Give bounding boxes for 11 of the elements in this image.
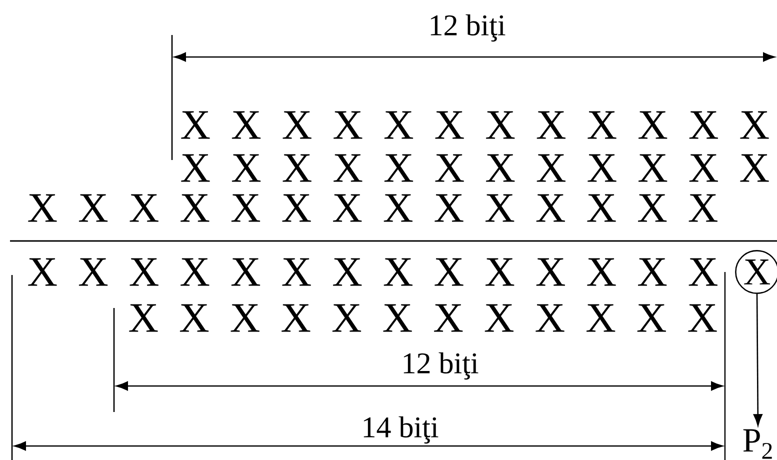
dimension-label: 12 biţi [404,352,478,380]
arrow [753,294,762,426]
output-label: P$_{2}$ [743,429,772,459]
letter-row: X X X X X X X X X X X X X X [28,194,718,222]
dimension-label: 12 biţi [430,14,506,42]
dimension-label: 14 biţi [364,416,438,444]
letter-row: X X X X X X X X X X X X [181,154,769,182]
letter-row: X X X X X X X X X X X X [129,304,717,332]
circled-letter: X [735,250,777,294]
letter-row: X X X X X X X X X X X X X X [28,258,718,286]
letter-row: X X X X X X X X X X X X [181,111,769,139]
